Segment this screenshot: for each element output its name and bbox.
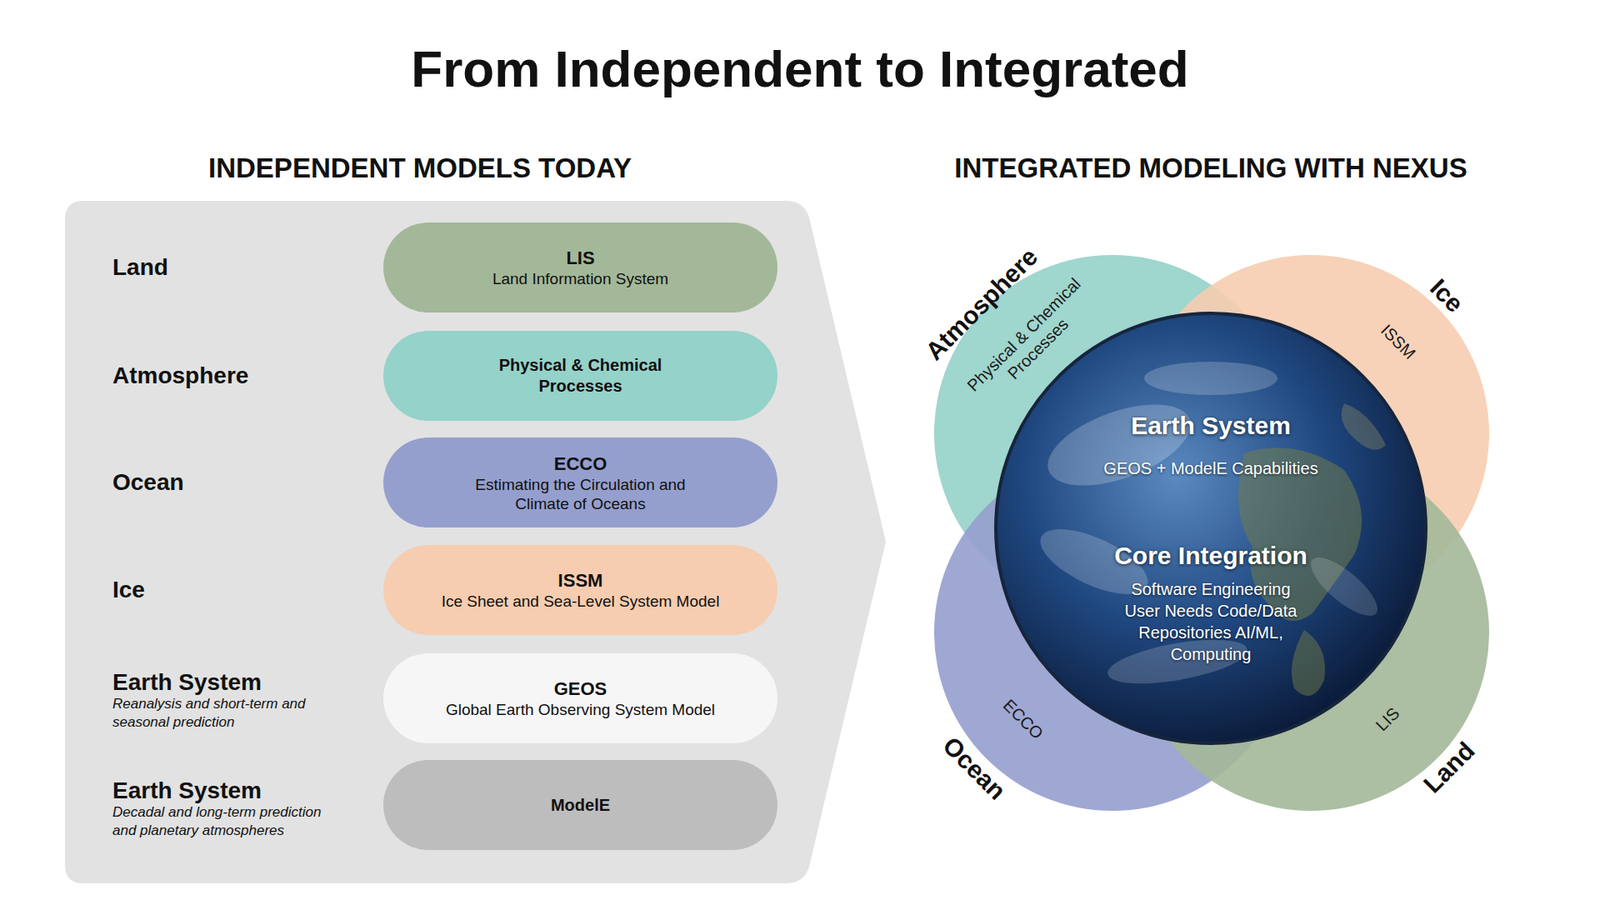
globe-body-text: Software Engineering User Needs Code/Dat… [1115, 578, 1307, 665]
globe-shape [994, 311, 1428, 745]
model-name: LIS [565, 246, 595, 270]
globe-body [995, 313, 1426, 744]
row-label: Land [112, 253, 169, 282]
model-name: ECCO [554, 452, 608, 475]
model-pill: ECCOEstimating the Circulation and Clima… [383, 437, 778, 528]
row-sublabel: Reanalysis and short-term and seasonal p… [112, 695, 342, 732]
model-pill: Physical & Chemical Processes [383, 330, 778, 421]
globe-land [1291, 630, 1325, 696]
row-sublabel: Decadal and long-term prediction and pla… [112, 803, 342, 840]
model-description: Estimating the Circulation and Climate o… [460, 475, 702, 514]
model-pill: GEOSGlobal Earth Observing System Model [383, 653, 778, 744]
diagram-title: From Independent to Integrated [0, 41, 1600, 97]
model-name: ModelE [550, 795, 610, 816]
row-label: Atmosphere [112, 361, 249, 390]
model-pill: ISSMIce Sheet and Sea-Level System Model [383, 545, 778, 635]
section-header: INTEGRATED MODELING WITH NEXUS [877, 151, 1545, 185]
model-name: Physical & Chemical Processes [480, 355, 681, 397]
globe-cloud [1144, 361, 1278, 395]
model-description: Ice Sheet and Sea-Level System Model [441, 591, 720, 611]
row-label: Earth System [112, 670, 262, 695]
globe-cloud [1302, 548, 1386, 625]
model-pill: ModelE [383, 760, 778, 850]
model-description: Land Information System [492, 269, 669, 289]
model-name: ISSM [558, 569, 604, 592]
row-label: Earth System [112, 778, 262, 804]
model-description: Global Earth Observing System Model [445, 700, 715, 720]
globe-cloud [1037, 388, 1202, 503]
panel-outline [65, 200, 886, 884]
row-label: Ocean [112, 468, 185, 497]
globe-heading: Core Integration [994, 540, 1428, 572]
globe-heading: Earth System [994, 410, 1428, 442]
earth-globe: Earth SystemGEOS + ModelE CapabilitiesCo… [994, 311, 1428, 745]
section-header: INDEPENDENT MODELS TODAY [65, 151, 775, 185]
model-name: GEOS [554, 677, 608, 700]
row-label: Ice [112, 575, 145, 605]
globe-body-text: GEOS + ModelE Capabilities [994, 458, 1428, 479]
model-pill: LISLand Information System [383, 222, 778, 313]
globe-land [1341, 403, 1386, 450]
